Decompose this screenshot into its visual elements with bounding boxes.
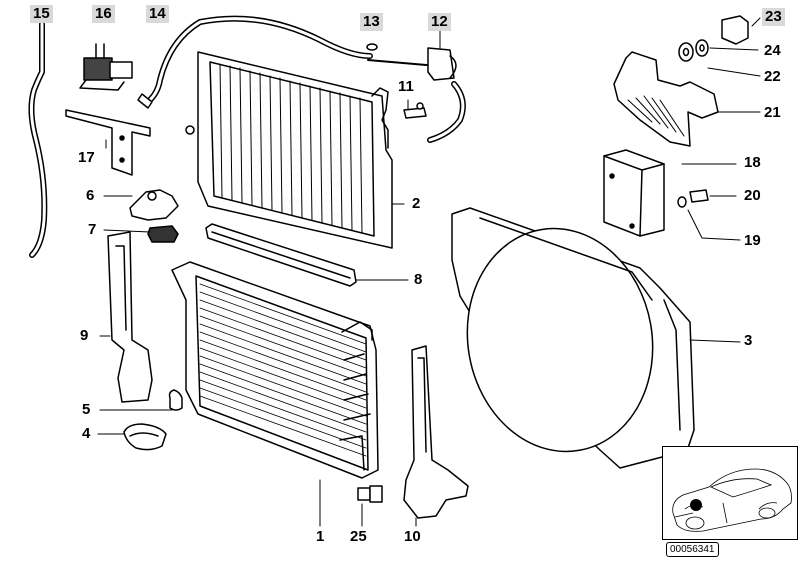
callout-3: 3 (744, 332, 753, 349)
part-12-sensor (367, 47, 457, 81)
callout-22: 22 (764, 68, 781, 85)
callout-8: 8 (414, 271, 423, 288)
callout-10: 10 (404, 528, 421, 545)
callout-23: 23 (762, 8, 785, 26)
part-4-clip (123, 423, 167, 451)
part-1-radiator (171, 261, 379, 479)
callout-1: 1 (316, 528, 325, 545)
callout-17: 17 (78, 149, 95, 166)
part-17-bracket (65, 109, 151, 176)
part-24-washer-a (695, 39, 709, 57)
part-7-pad (147, 225, 179, 243)
callout-2: 2 (412, 195, 421, 212)
part-19-washer (677, 196, 687, 208)
callout-9: 9 (80, 327, 89, 344)
callout-5: 5 (82, 401, 91, 418)
part-2-condenser (185, 51, 393, 249)
part-20-screw (689, 189, 709, 203)
callout-6: 6 (86, 187, 95, 204)
callout-13: 13 (360, 13, 383, 31)
callout-12: 12 (428, 13, 451, 31)
callout-25: 25 (350, 528, 367, 545)
car-outline-icon (672, 468, 792, 532)
location-marker-icon (690, 499, 702, 511)
diagram-number: 00056341 (666, 542, 719, 557)
callout-16: 16 (92, 5, 115, 23)
callout-21: 21 (764, 104, 781, 121)
callout-14: 14 (146, 5, 169, 23)
part-24-washer-b (678, 42, 694, 62)
part-6-mount (129, 189, 179, 221)
callout-7: 7 (88, 221, 97, 238)
part-25-plug (357, 485, 383, 503)
callout-4: 4 (82, 425, 91, 442)
part-11-bolt (403, 102, 427, 119)
vehicle-location-inset (662, 446, 798, 540)
part-3-fan-shroud (451, 207, 695, 469)
part-13-ring (366, 43, 378, 51)
part-18-tank (603, 149, 665, 237)
callout-11: 11 (398, 78, 414, 95)
callout-15: 15 (30, 5, 53, 23)
part-9-duct (107, 231, 153, 403)
callout-20: 20 (744, 187, 761, 204)
part-21-bracket (613, 51, 719, 147)
callout-24: 24 (764, 42, 781, 59)
callout-18: 18 (744, 154, 761, 171)
callout-19: 19 (744, 232, 761, 249)
part-16-switch (79, 43, 133, 91)
part-10-duct (403, 345, 469, 519)
part-5-grommet (168, 389, 183, 411)
part-23-bolt (721, 15, 749, 45)
